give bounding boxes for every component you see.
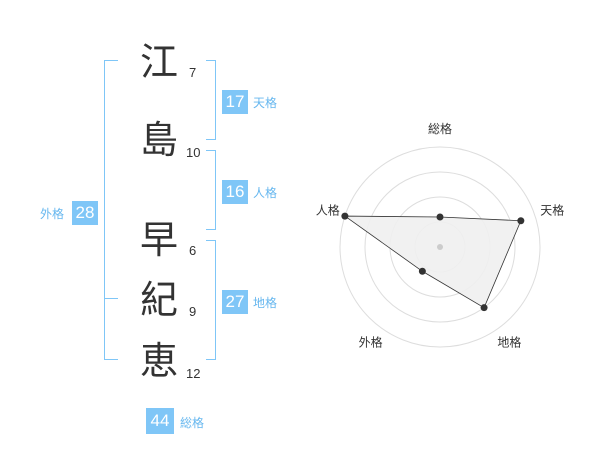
radar-point-3: [480, 304, 488, 312]
soukaku-label: 総格: [180, 416, 205, 430]
radar-axis-label-3: 地格: [497, 334, 521, 349]
tenkaku-bracket: [206, 60, 216, 140]
kanji-2: 島: [140, 118, 179, 162]
chikaku-label: 地格: [253, 296, 278, 310]
radar-axis-label-1: 総格: [428, 121, 452, 136]
tenkaku-label: 天格: [253, 96, 278, 110]
stroke-count-1: 7: [189, 65, 197, 80]
chikaku-bracket: [206, 240, 216, 360]
radar-point-5: [341, 212, 349, 220]
stroke-count-2: 10: [186, 145, 201, 160]
radar-ring-4: [339, 146, 541, 348]
radar-axis-label-5: 人格: [316, 203, 340, 218]
stroke-count-3: 6: [189, 243, 197, 258]
tenkaku-value: 17: [222, 90, 248, 114]
kanji-1: 江: [140, 40, 179, 84]
radar-axis-label-4: 外格: [359, 334, 383, 349]
radar-polygon: [343, 215, 522, 309]
radar-point-2: [517, 217, 525, 225]
gaikaku-bracket-tick: [104, 298, 118, 299]
gaikaku-bracket: [104, 60, 118, 360]
radar-center: [437, 244, 443, 250]
kanji-4: 紀: [140, 278, 179, 322]
stroke-count-4: 9: [189, 304, 197, 319]
jinkaku-bracket: [206, 150, 216, 230]
radar-points: [341, 212, 525, 312]
soukaku-value: 44: [146, 408, 174, 434]
radar-point-1: [436, 213, 444, 221]
chikaku-value: 27: [222, 290, 248, 314]
gaikaku-label: 外格: [40, 207, 65, 221]
stroke-count-5: 12: [186, 366, 201, 381]
jinkaku-value: 16: [222, 180, 248, 204]
jinkaku-label: 人格: [253, 186, 278, 200]
radar-axis-label-2: 天格: [540, 203, 564, 218]
gaikaku-value: 28: [72, 201, 98, 225]
kanji-5: 恵: [140, 339, 179, 383]
radar-point-4: [418, 267, 426, 275]
kanji-3: 早: [140, 218, 179, 262]
radar-ring-3: [364, 171, 516, 323]
